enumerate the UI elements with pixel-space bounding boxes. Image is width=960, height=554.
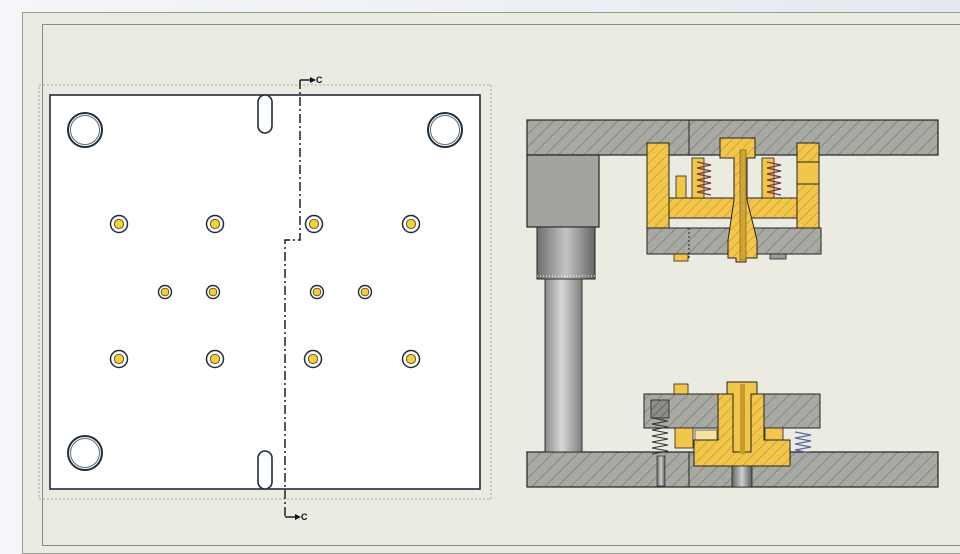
guide-hole-top-left <box>67 112 103 148</box>
section-label-bottom: C <box>301 512 308 522</box>
lower-die-assembly <box>643 381 821 488</box>
slot-bottom <box>257 450 273 490</box>
plan-view: C C <box>38 75 492 522</box>
dowel-hole <box>357 284 373 300</box>
die-plate-outline <box>49 94 481 490</box>
dowel-hole <box>157 284 173 300</box>
slot-top <box>257 94 273 134</box>
guide-pillar <box>544 278 583 453</box>
guide-hole-bottom-left <box>67 435 103 471</box>
bolt-hole <box>304 214 324 234</box>
view-selection-box <box>38 84 492 500</box>
socket-screw <box>650 399 670 487</box>
dowel-hole <box>309 284 325 300</box>
section-view <box>526 119 939 488</box>
bolt-hole <box>109 214 129 234</box>
bolt-hole <box>205 214 225 234</box>
section-arrow-icon <box>285 514 301 520</box>
bolt-hole <box>205 349 225 369</box>
spring <box>794 431 812 454</box>
bolt-hole <box>109 349 129 369</box>
guide-hole-top-right <box>427 112 463 148</box>
dowel-hole <box>205 284 221 300</box>
section-line <box>284 80 301 517</box>
drawing-canvas: C C <box>38 75 939 522</box>
bolt-hole <box>401 349 421 369</box>
upper-die-assembly <box>646 137 822 263</box>
section-label-top: C <box>316 75 323 85</box>
section-arrow-icon <box>300 77 316 83</box>
spring <box>696 161 782 196</box>
guide-bushing <box>536 226 596 280</box>
bolt-hole <box>303 349 323 369</box>
bolt-hole <box>401 214 421 234</box>
guide-bushing-block <box>526 154 600 228</box>
